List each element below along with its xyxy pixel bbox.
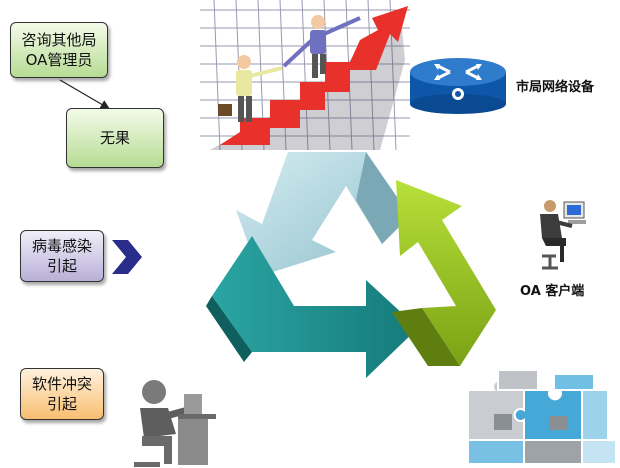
oa-client-icon: [540, 200, 586, 270]
chevron-right-icon: [112, 240, 142, 274]
oa-client-label: OA 客户端: [520, 284, 585, 299]
cycle-arrows-diagram: [206, 152, 496, 378]
businessman-lower: [218, 55, 283, 122]
office-worker-icon: [132, 376, 216, 468]
puzzle-pieces-illustration: [467, 369, 617, 465]
business-growth-illustration: [200, 0, 410, 151]
software-box-text: 软件冲突 引起: [31, 375, 92, 413]
consult-box-text: 咨询其他局 OA管理员: [21, 31, 97, 69]
no-result-box: 无果: [66, 108, 164, 168]
businessman-upper: [282, 15, 361, 78]
arrow-green: [396, 180, 496, 366]
network-device-label: 市局网络设备: [516, 80, 595, 95]
consult-box: 咨询其他局 OA管理员: [10, 22, 108, 78]
virus-box: 病毒感染 引起: [20, 230, 104, 282]
router-icon: [410, 58, 506, 114]
arrow-teal: [212, 236, 418, 378]
virus-box-text: 病毒感染 引起: [31, 237, 92, 275]
software-box: 软件冲突 引起: [20, 368, 104, 420]
no-result-text: 无果: [99, 129, 130, 147]
